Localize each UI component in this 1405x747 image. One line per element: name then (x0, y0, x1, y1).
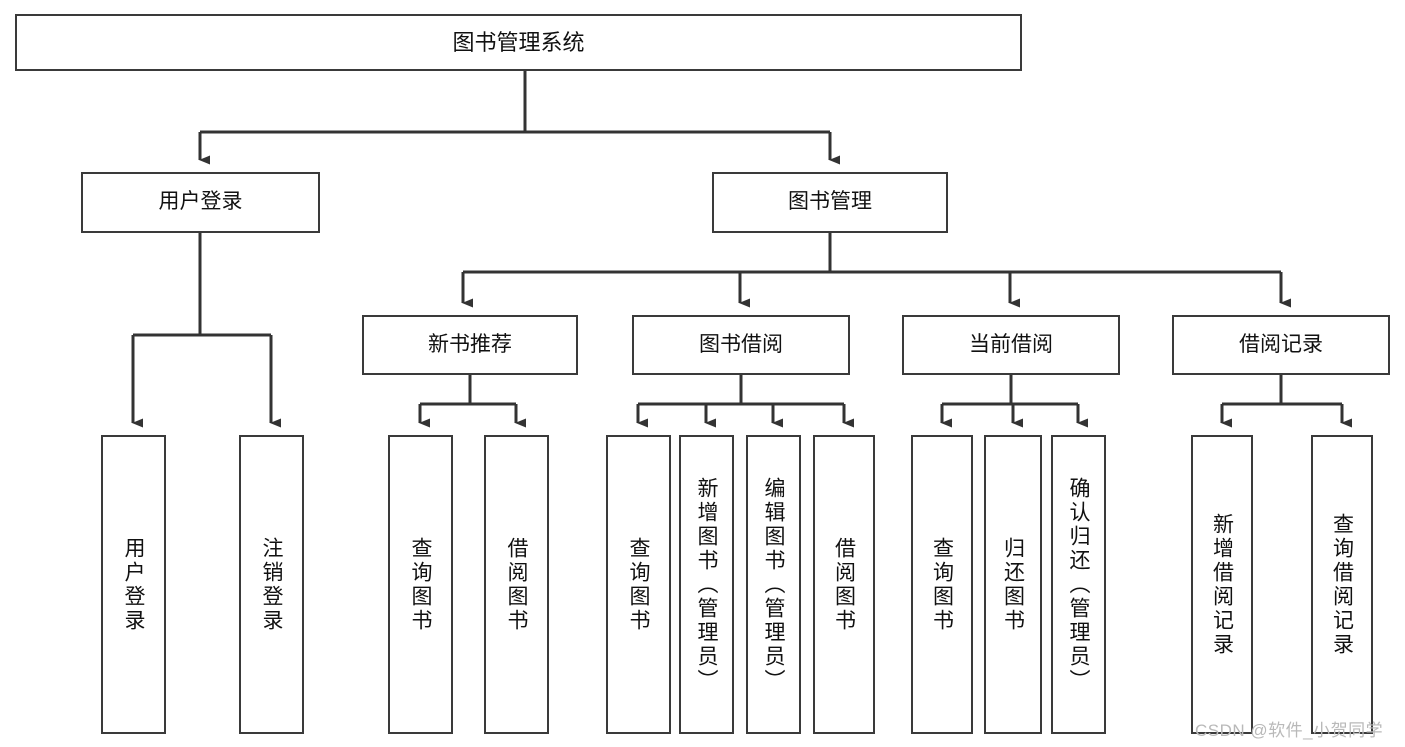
leaf-add-record-label: 新增借阅记录 (1210, 512, 1234, 657)
leaf-user-login-label: 用户登录 (122, 536, 145, 633)
node-book-borrow-label: 图书借阅 (699, 332, 783, 356)
leaf-return-book[interactable]: 归还图书 (984, 435, 1042, 734)
leaf-add-record[interactable]: 新增借阅记录 (1191, 435, 1253, 734)
leaf-add-book-label: 新增图书（管理员） (695, 476, 718, 693)
leaf-borrow-book-rec-label: 借阅图书 (505, 536, 528, 633)
node-borrow-record[interactable]: 借阅记录 (1172, 315, 1390, 375)
leaf-logout-label: 注销登录 (260, 536, 283, 633)
leaf-edit-book-label: 编辑图书（管理员） (762, 476, 785, 693)
leaf-query-record[interactable]: 查询借阅记录 (1311, 435, 1373, 734)
leaf-borrow-book-rec[interactable]: 借阅图书 (484, 435, 549, 734)
leaf-user-login[interactable]: 用户登录 (101, 435, 166, 734)
node-root[interactable]: 图书管理系统 (15, 14, 1022, 71)
leaf-borrow-book-label: 借阅图书 (832, 536, 856, 633)
leaf-confirm-return-label: 确认归还（管理员） (1067, 476, 1090, 693)
leaf-query-book-borrow-label: 查询图书 (627, 536, 650, 633)
node-book-borrow[interactable]: 图书借阅 (632, 315, 850, 375)
leaf-edit-book[interactable]: 编辑图书（管理员） (746, 435, 801, 734)
leaf-add-book[interactable]: 新增图书（管理员） (679, 435, 734, 734)
leaf-query-book-borrow[interactable]: 查询图书 (606, 435, 671, 734)
leaf-borrow-book[interactable]: 借阅图书 (813, 435, 875, 734)
csdn-watermark: CSDN @软件_小贺同学 (1195, 721, 1384, 740)
leaf-confirm-return[interactable]: 确认归还（管理员） (1051, 435, 1106, 734)
node-new-book-rec[interactable]: 新书推荐 (362, 315, 578, 375)
node-current-borrow[interactable]: 当前借阅 (902, 315, 1120, 375)
leaf-query-book-cur[interactable]: 查询图书 (911, 435, 973, 734)
leaf-return-book-label: 归还图书 (1001, 536, 1025, 633)
node-book-manage[interactable]: 图书管理 (712, 172, 948, 233)
leaf-query-book-rec-label: 查询图书 (409, 536, 432, 633)
node-borrow-record-label: 借阅记录 (1239, 332, 1323, 356)
leaf-logout[interactable]: 注销登录 (239, 435, 304, 734)
node-current-borrow-label: 当前借阅 (969, 332, 1053, 356)
leaf-query-book-rec[interactable]: 查询图书 (388, 435, 453, 734)
node-new-book-rec-label: 新书推荐 (428, 332, 512, 356)
leaf-query-book-cur-label: 查询图书 (930, 536, 954, 633)
node-book-manage-label: 图书管理 (788, 190, 872, 214)
leaf-query-record-label: 查询借阅记录 (1330, 512, 1354, 657)
node-root-label: 图书管理系统 (452, 29, 585, 55)
node-user-login[interactable]: 用户登录 (81, 172, 320, 233)
node-user-login-label: 用户登录 (158, 190, 243, 214)
